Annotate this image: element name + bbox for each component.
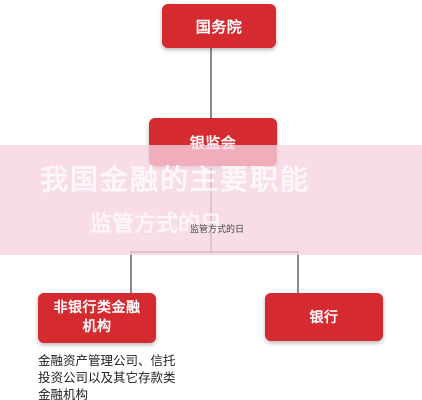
desc-line-1: 金融资产管理公司、信托 [38,353,176,368]
overlay-subtitle: 监管方式的日 [90,212,223,237]
node-bank-label: 银行 [309,310,339,326]
node-non-bank-line1: 非银行类金融 [53,300,141,316]
connector-top [210,46,212,118]
node-state-council-label: 国务院 [195,17,243,36]
overlay-title: 我国金融的主要职能 [40,163,311,196]
desc-line-3: 金融机构 [38,387,89,400]
non-bank-description: 金融资产管理公司、信托 投资公司以及其它存款类 金融机构 [38,352,208,400]
connector-left [130,251,132,293]
watermark-band [0,145,422,255]
node-state-council: 国务院 [162,4,276,48]
node-bank: 银行 [265,293,383,341]
connector-right [297,251,299,293]
node-non-bank-line2: 机构 [82,319,112,335]
overlay-small-text: 监管方式的日 [190,225,245,235]
node-non-bank: 非银行类金融 机构 [38,293,156,343]
desc-line-2: 投资公司以及其它存款类 [38,370,176,385]
